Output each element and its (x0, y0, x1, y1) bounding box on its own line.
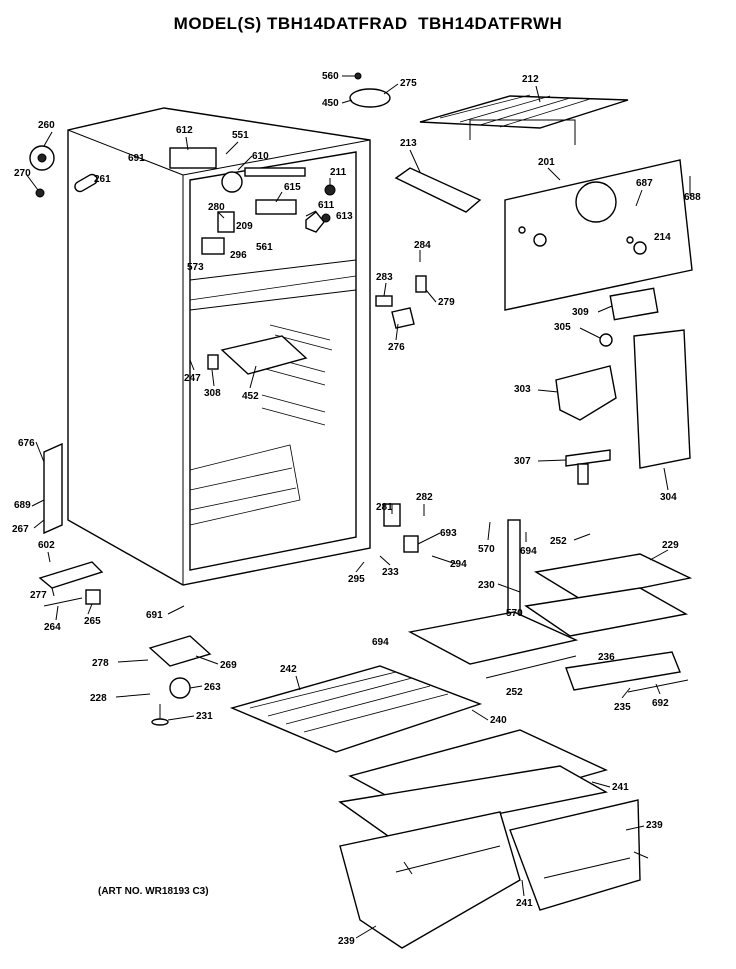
part-label: 242 (280, 664, 297, 675)
part-label: 692 (652, 698, 669, 709)
part-label: 689 (14, 500, 31, 511)
part-label: 214 (654, 232, 671, 243)
part-label: 284 (414, 240, 431, 251)
part-label: 308 (204, 388, 221, 399)
part-label: 296 (230, 250, 247, 261)
part-label: 450 (322, 98, 339, 109)
part-label: 280 (208, 202, 225, 213)
part-label: 270 (14, 168, 31, 179)
part-label: 260 (38, 120, 55, 131)
part-labels: 560 275 450 212 213 201 687 688 214 260 … (12, 71, 701, 947)
part-label: 269 (220, 660, 237, 671)
part-label: 570 (478, 544, 495, 555)
shelves (229, 553, 693, 753)
part-label: 573 (187, 262, 204, 273)
part-label: 602 (38, 540, 55, 551)
part-label: 688 (684, 192, 701, 203)
part-label: 452 (242, 391, 259, 402)
part-label: 304 (660, 492, 677, 503)
part-label: 231 (196, 711, 213, 722)
part-label: 282 (416, 492, 433, 503)
part-label: 613 (336, 211, 353, 222)
part-label: 235 (614, 702, 631, 713)
part-label: 229 (662, 540, 679, 551)
part-label: 209 (236, 221, 253, 232)
part-label: 239 (646, 820, 663, 831)
part-label: 264 (44, 622, 61, 633)
part-label: 691 (128, 153, 145, 164)
part-label: 240 (490, 715, 507, 726)
part-label: 615 (284, 182, 301, 193)
part-label: 252 (550, 536, 567, 547)
part-label: 263 (204, 682, 221, 693)
part-label: 201 (538, 157, 555, 168)
part-label: 277 (30, 590, 47, 601)
crisper-drawers (338, 729, 641, 949)
part-label: 281 (376, 502, 393, 513)
part-label: 612 (176, 125, 193, 136)
part-label: 693 (440, 528, 457, 539)
part-label: 551 (232, 130, 249, 141)
freezer-components (375, 94, 693, 621)
part-label: 570 (506, 608, 523, 619)
part-label: 213 (400, 138, 417, 149)
part-label: 241 (612, 782, 629, 793)
part-label: 252 (506, 687, 523, 698)
part-label: 687 (636, 178, 653, 189)
part-label: 295 (348, 574, 365, 585)
part-label: 233 (382, 567, 399, 578)
part-label: 561 (256, 242, 273, 253)
part-label: 610 (252, 151, 269, 162)
part-label: 211 (330, 167, 347, 178)
part-label: 305 (554, 322, 571, 333)
part-label: 611 (318, 200, 335, 211)
part-label: 276 (388, 342, 405, 353)
part-label: 265 (84, 616, 101, 627)
part-label: 283 (376, 272, 393, 283)
part-label: 694 (520, 546, 537, 557)
part-label: 212 (522, 74, 539, 85)
part-label: 228 (90, 693, 107, 704)
diagram-title: MODEL(S) TBH14DATFRAD TBH14DATFRWH (173, 14, 563, 33)
part-label: 303 (514, 384, 531, 395)
part-label: 239 (338, 936, 355, 947)
part-label: 236 (598, 652, 615, 663)
part-label: 294 (450, 559, 467, 570)
part-label: 691 (146, 610, 163, 621)
part-label: 309 (572, 307, 589, 318)
part-label: 247 (184, 373, 201, 384)
leader-lines (25, 75, 691, 939)
part-label: 307 (514, 456, 531, 467)
cabinet (43, 107, 371, 586)
control-assemblies (29, 72, 391, 375)
part-label: 560 (322, 71, 339, 82)
part-label: 275 (400, 78, 417, 89)
art-number-note: (ART NO. WR18193 C3) (98, 886, 209, 897)
part-label: 676 (18, 438, 35, 449)
part-label: 279 (438, 297, 455, 308)
part-label: 261 (94, 174, 111, 185)
lower-parts (38, 561, 212, 726)
part-label: 267 (12, 524, 29, 535)
part-label: 230 (478, 580, 495, 591)
part-label: 694 (372, 637, 389, 648)
part-label: 241 (516, 898, 533, 909)
part-label: 278 (92, 658, 109, 669)
